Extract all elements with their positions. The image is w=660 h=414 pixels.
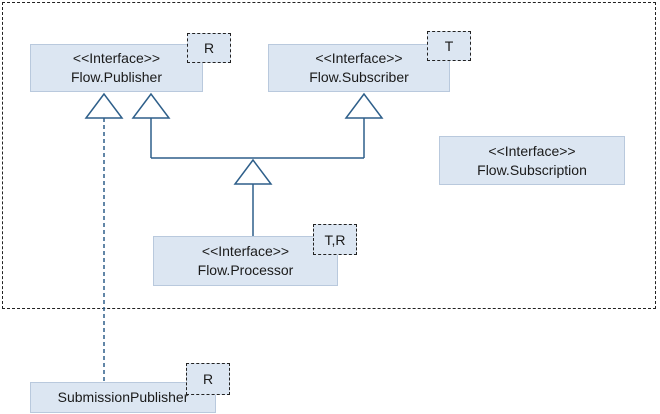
stereotype-label: <<Interface>> [201,243,290,259]
class-name: Flow.Processor [197,262,294,278]
realization-arrowhead [84,92,124,119]
generalization-arrowhead-subscriber [344,92,384,119]
class-flow-subscriber[interactable]: <<Interface>> Flow.Subscriber [268,44,450,92]
generalization-arrowhead-processor [233,158,273,185]
class-name: Flow.Subscriber [309,69,409,85]
class-submission-publisher[interactable]: SubmissionPublisher [30,382,216,413]
stereotype-label: <<Interface>> [488,142,576,159]
stereotype-label: <<Interface>> [72,50,161,66]
class-name: Flow.Subscription [477,161,587,178]
type-parameter-submission-publisher: R [186,363,230,395]
stereotype-label: <<Interface>> [315,50,403,66]
package-frame [2,2,656,309]
type-parameter-processor: T,R [313,224,357,255]
class-name: SubmissionPublisher [57,389,189,405]
class-name: Flow.Publisher [70,69,163,85]
class-flow-processor[interactable]: <<Interface>> Flow.Processor [153,236,338,286]
class-flow-publisher[interactable]: <<Interface>> Flow.Publisher [30,44,203,92]
type-parameter-subscriber: T [427,31,471,61]
generalization-arrowhead-publisher [131,92,171,119]
type-parameter-publisher: R [187,33,231,63]
class-flow-subscription[interactable]: <<Interface>> Flow.Subscription [439,136,625,185]
